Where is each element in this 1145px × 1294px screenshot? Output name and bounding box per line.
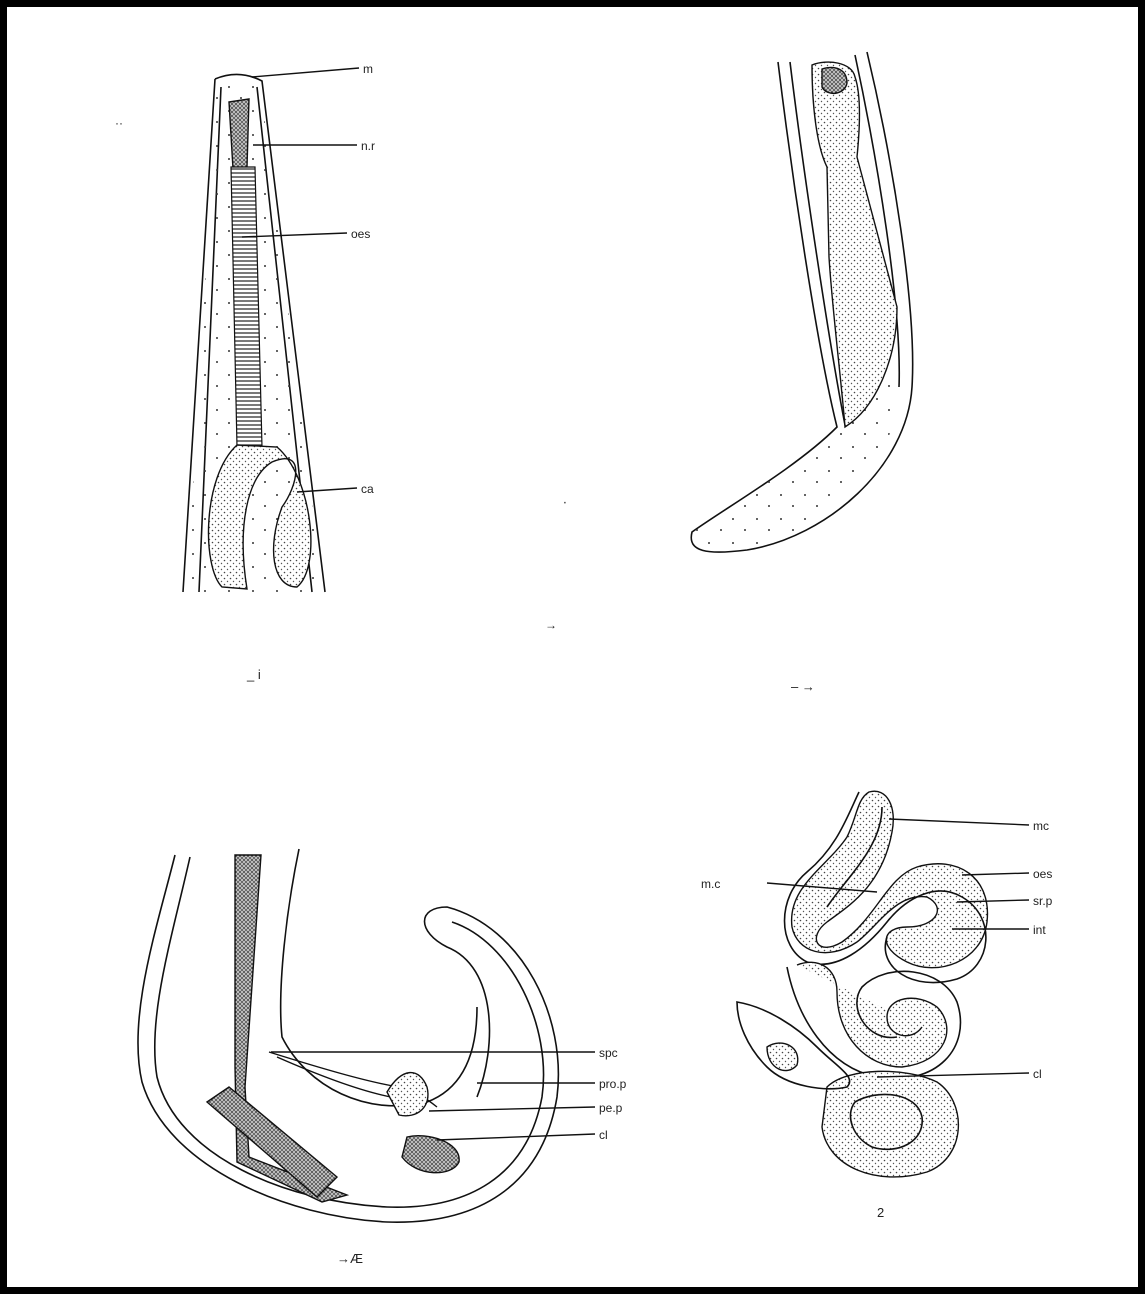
stray-mark: → — [545, 618, 557, 632]
plate-illustration: m n.r oes ca _ i – → spc pro.p pe.p cl →… — [7, 7, 1138, 1287]
stray-mark: ‧ — [563, 496, 567, 510]
label-cl-4: cl — [1033, 1067, 1042, 1081]
label-spc: spc — [599, 1046, 618, 1060]
label-int: int — [1033, 923, 1046, 937]
label-mc: mc — [1033, 819, 1049, 833]
figure-2-caption: – → — [791, 679, 815, 694]
figure-4-caption: 2 — [877, 1205, 884, 1220]
figure-3-caption: →Æ — [337, 1251, 363, 1266]
plate: m n.r oes ca _ i – → spc pro.p pe.p cl →… — [7, 7, 1138, 1287]
label-cl: cl — [599, 1128, 608, 1142]
label-sr-p: sr.p — [1033, 894, 1053, 908]
figure-2: – → — [691, 52, 912, 694]
label-oes: oes — [351, 227, 370, 241]
figure-3: spc pro.p pe.p cl →Æ — [138, 849, 627, 1266]
figure-1: m n.r oes ca _ i — [183, 62, 375, 682]
label-pe-p: pe.p — [599, 1101, 623, 1115]
stray-mark: ·· — [115, 116, 123, 130]
figure-1-caption: _ i — [246, 667, 261, 682]
label-m: m — [363, 62, 373, 76]
figure-4: mc oes sr.p int cl m.c 2 — [701, 791, 1053, 1220]
label-pro-p: pro.p — [599, 1077, 627, 1091]
label-oes-4: oes — [1033, 867, 1052, 881]
label-ca: ca — [361, 482, 374, 496]
label-n-r: n.r — [361, 139, 375, 153]
label-m-c: m.c — [701, 877, 720, 891]
